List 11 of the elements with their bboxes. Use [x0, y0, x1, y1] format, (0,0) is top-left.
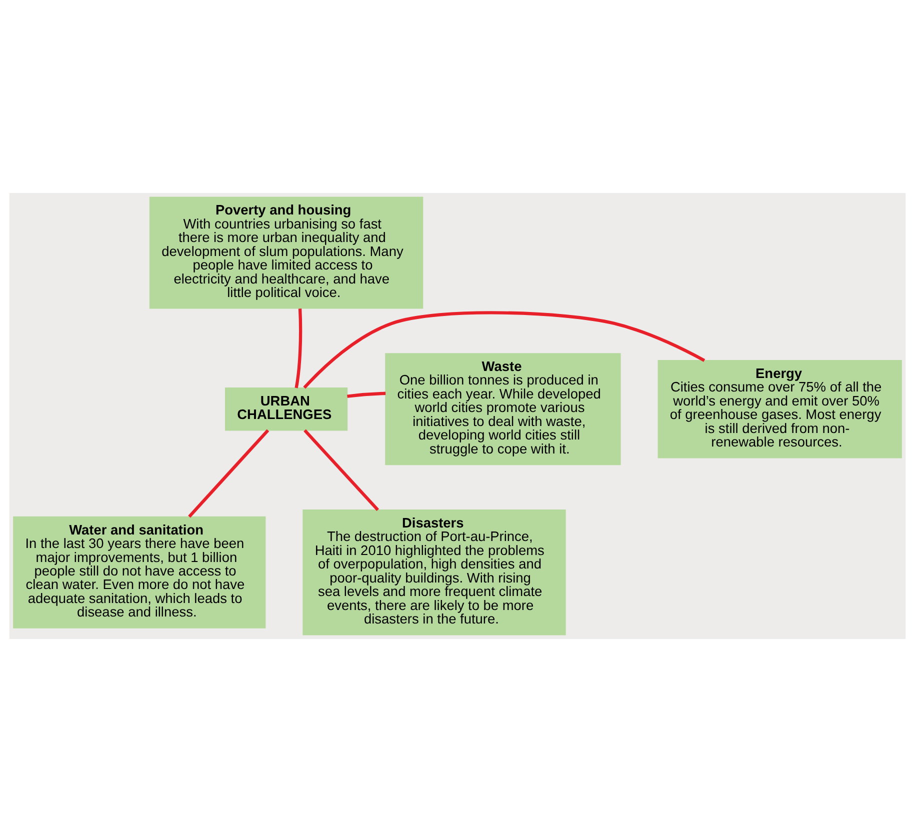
node-box: Water and sanitation In the last 30 years there have been major improvements, but 1 billion people still do not have access to clean water. Even more do not have adequate sanitation, which leads to disease and illness.: [12, 516, 266, 628]
connector: [188, 429, 269, 518]
node-box: URBAN CHALLENGES: [224, 387, 348, 431]
node-box: Waste One billion tonnes is produced in cities each year. While developed world cities promote various initiatives to deal with waste, developing world cities still struggle to cope with it.: [384, 353, 620, 466]
node-box: Poverty and housing With countries urbanising so fast there is more urban inequality and development of slum populations. Many people have limited access to electricity and healthcare, and have little political voice.: [148, 196, 423, 309]
connector: [346, 392, 386, 398]
connector: [303, 429, 379, 511]
connector: [302, 311, 705, 389]
node-box: Disasters The destruction of Port-au-Prince, Haiti in 2010 highlighted the problems of overpopulation, high densities and poor-quality buildings. With rising sea levels and more frequent climate events, there are likely to be more disasters in the future.: [302, 510, 566, 636]
connector: [294, 308, 302, 388]
node-box: Energy Cities consume over 75% of all the world’s energy and emit over 50% of greenhouse gases. Most energy is still derived from non-renewable resources.: [657, 360, 902, 458]
